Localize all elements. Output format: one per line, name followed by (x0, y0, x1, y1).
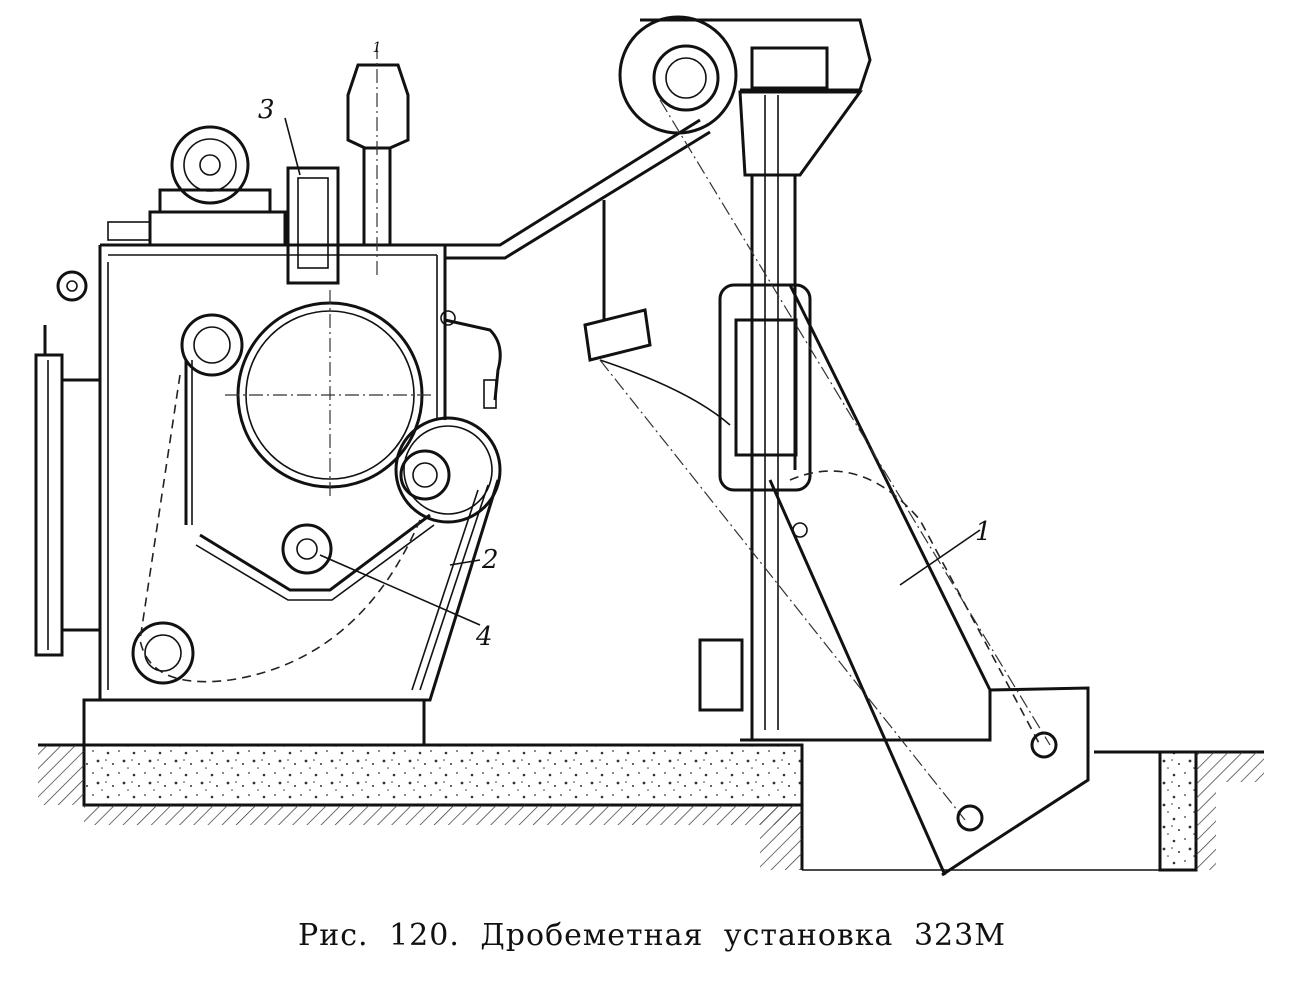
foundation (38, 698, 1264, 872)
label-part-2: 2 (481, 545, 499, 575)
drive-and-hopper (107, 45, 731, 426)
leaders (284, 117, 981, 626)
chamber (34, 243, 502, 702)
elevator-tower (599, 15, 1090, 877)
label-part-3: 3 (258, 95, 275, 125)
shot-blasting-machine-drawing: 1 3 1 2 4 (34, 15, 1264, 877)
label-part-4: 4 (475, 622, 493, 652)
figure-caption: Рис. 120. Дробеметная установка 323М (298, 918, 1006, 953)
label-part-1-top: 1 (373, 40, 382, 56)
label-part-1: 1 (975, 517, 992, 547)
